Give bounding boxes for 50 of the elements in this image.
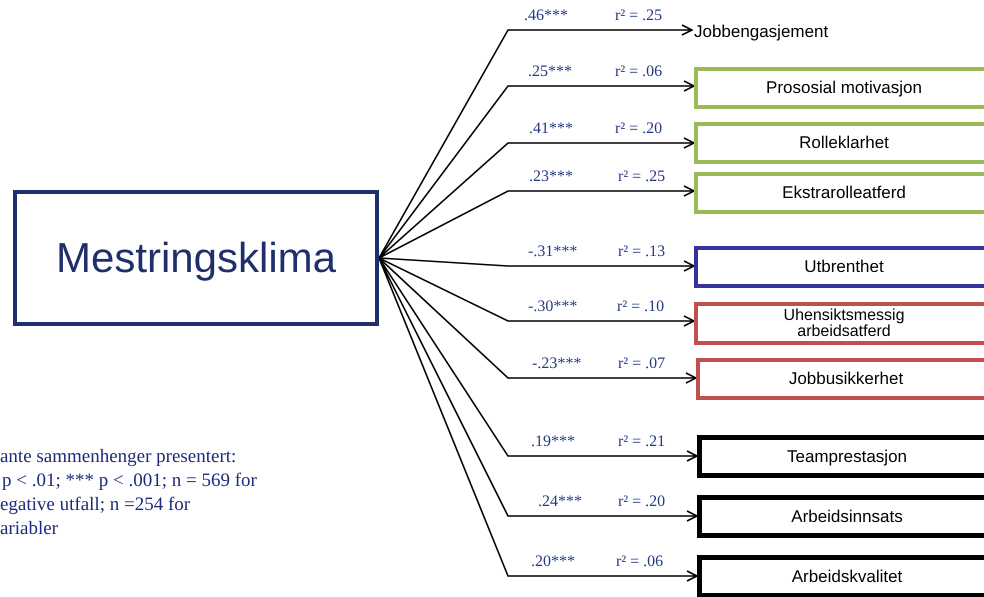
r-squared-value: r² = .06 — [615, 63, 662, 81]
outcome-box — [694, 302, 984, 345]
outcome-box — [697, 495, 984, 538]
outcome-label: Jobbengasjement — [692, 12, 830, 52]
note-text: ariabler — [0, 518, 58, 540]
box-label: Prososial motivasjon — [766, 79, 922, 97]
predictor-box — [13, 190, 379, 326]
box-label: Jobbusikkerhet — [788, 370, 904, 388]
r-squared-value: r² = .10 — [617, 298, 664, 316]
edge-label: .41*** — [529, 120, 573, 138]
outcome-box — [694, 67, 984, 109]
r-squared-value: r² = .06 — [616, 553, 664, 571]
outcome-box — [694, 122, 984, 164]
box-label: Uhensiktsmessig arbeidsatferd — [782, 308, 906, 340]
r-squared-value: r² = .13 — [618, 243, 666, 261]
r-squared-value: r² = .20 — [615, 120, 662, 138]
arrow — [378, 257, 695, 327]
box-label: Teamprestasjon — [786, 448, 907, 466]
outcome-box — [694, 246, 984, 288]
box-label: Mestringsklima — [56, 236, 336, 280]
box-label: Arbeidsinnsats — [791, 508, 903, 526]
edge-label: .19*** — [531, 433, 575, 451]
edge-label: .23*** — [529, 168, 573, 186]
edge-label: .46*** — [524, 7, 568, 25]
r-squared-value: r² = .07 — [618, 355, 666, 373]
edge-label: -.23*** — [532, 355, 582, 373]
edge-label: -.30*** — [528, 298, 578, 316]
outcome-box — [697, 435, 984, 478]
edge-label: -.31*** — [528, 243, 578, 261]
arrow — [378, 185, 695, 259]
arrow — [378, 257, 697, 384]
box-label: Utbrenthet — [804, 258, 884, 276]
r-squared-value: r² = .21 — [618, 433, 666, 451]
r-squared-value: r² = .25 — [615, 7, 662, 25]
arrow — [378, 24, 693, 258]
edge-label: .20*** — [531, 553, 575, 571]
outcome-box — [694, 172, 984, 214]
edge-label: .25*** — [528, 63, 572, 81]
r-squared-value: r² = .20 — [618, 493, 666, 511]
edge-label: .24*** — [538, 493, 582, 511]
box-label: Ekstrarolleatferd — [782, 184, 906, 202]
note-text: egative utfall; n =254 for — [0, 494, 190, 516]
note-text: p < .01; *** p < .001; n = 569 for — [2, 470, 257, 492]
note-text: ante sammenhenger presentert: — [0, 446, 236, 468]
outcome-box — [697, 555, 984, 597]
box-label: Rolleklarhet — [799, 134, 889, 152]
box-label: Arbeidskvalitet — [792, 568, 902, 586]
r-squared-value: r² = .25 — [618, 168, 666, 186]
outcome-box — [696, 358, 984, 400]
arrow — [378, 257, 695, 272]
